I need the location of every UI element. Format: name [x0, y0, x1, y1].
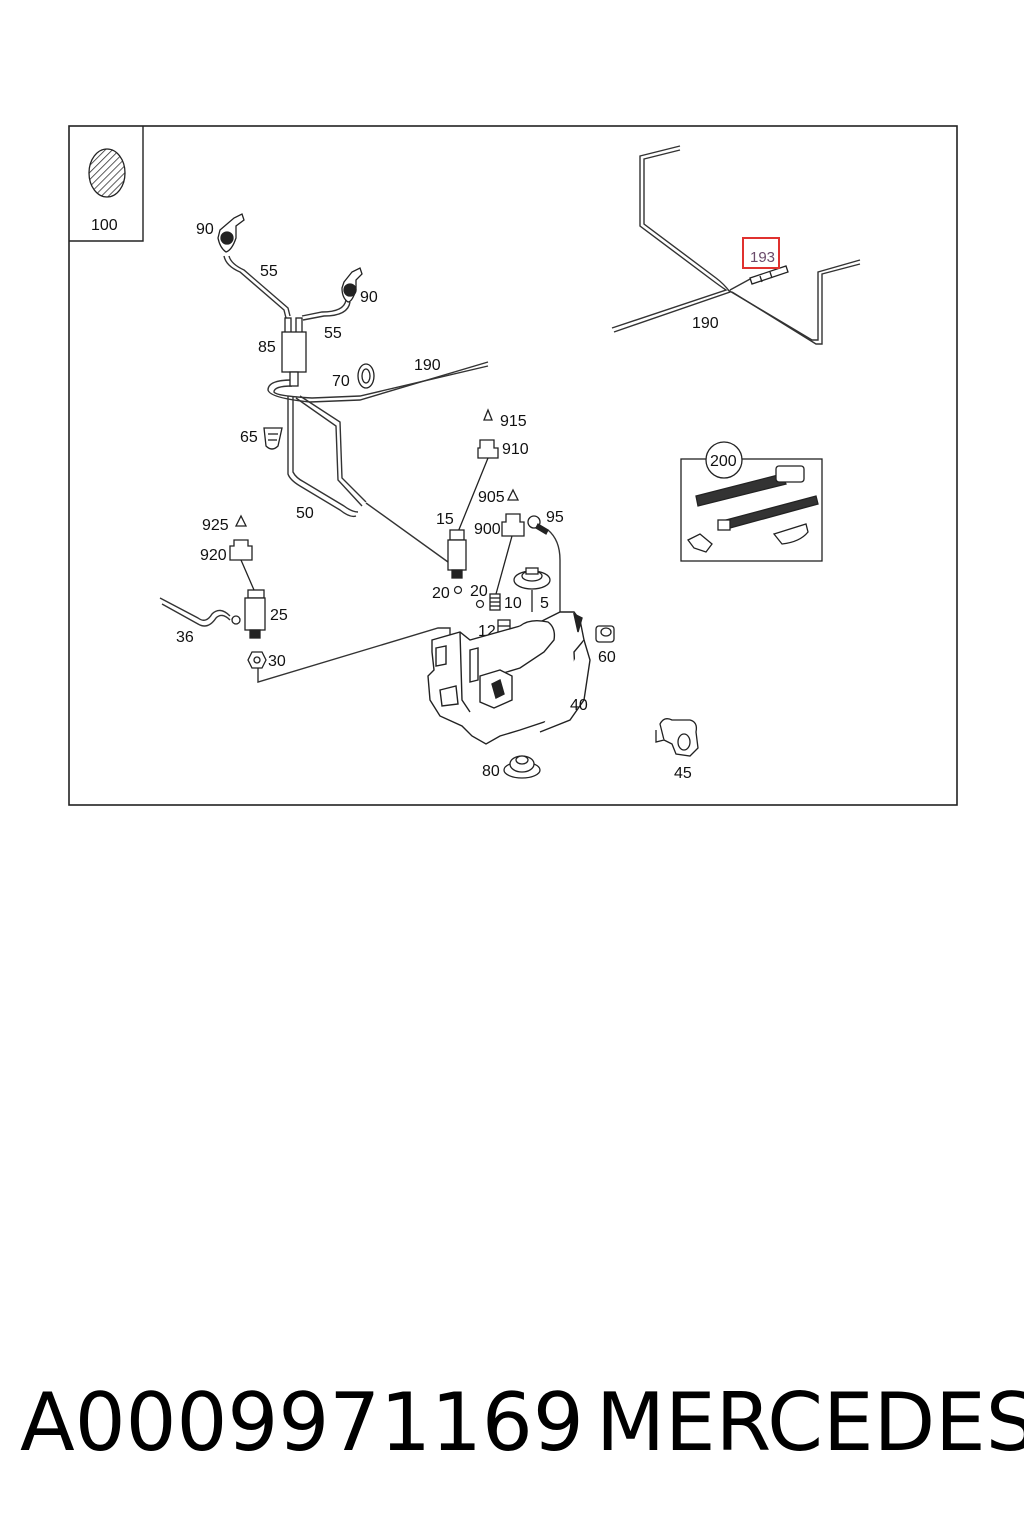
label-40: 40: [570, 697, 588, 714]
grommet-60: 60: [595, 625, 616, 666]
label-80: 80: [482, 763, 500, 780]
label-60: 60: [598, 649, 616, 666]
label-90-right: 90: [360, 289, 378, 306]
label-5: 5: [540, 595, 549, 612]
pump-15: 15: [436, 511, 467, 579]
washer-tank-40: 40: [427, 611, 591, 745]
label-920: 920: [200, 547, 227, 564]
label-70: 70: [332, 373, 350, 390]
seal-20-left: 20: [432, 585, 463, 602]
label-25: 25: [270, 607, 288, 624]
label-90-left: 90: [196, 221, 214, 238]
label-193: 193: [750, 249, 775, 266]
pump-25: 25: [231, 589, 288, 639]
hoses: [159, 255, 573, 700]
grommet-70: 70: [332, 363, 375, 390]
diagram-frame: [68, 125, 958, 806]
label-190-left: 190: [414, 357, 441, 374]
valve-85: 85: [258, 317, 307, 387]
label-36: 36: [176, 629, 194, 646]
nozzle-90-left: 90: [196, 213, 245, 253]
screw-95: 95: [527, 509, 564, 535]
label-55-left: 55: [260, 263, 278, 280]
sensor-10: 10: [489, 593, 522, 612]
label-925: 925: [202, 517, 229, 534]
repair-kit-200: 200: [680, 441, 823, 562]
hose-190-right: [611, 145, 861, 345]
label-15: 15: [436, 511, 454, 528]
bracket-45: 45: [655, 718, 699, 782]
part-100-box: 100: [69, 126, 144, 242]
label-85: 85: [258, 339, 276, 356]
hatched-oval-icon: [88, 148, 126, 198]
part-number-caption: A0009971169: [20, 1376, 584, 1469]
label-50: 50: [296, 505, 314, 522]
label-55-right: 55: [324, 325, 342, 342]
connector-915-910: 915 910: [457, 408, 529, 533]
brand-caption: MERCEDES: [596, 1376, 1024, 1469]
seal-20-right: 20: [470, 583, 488, 609]
label-905: 905: [478, 489, 505, 506]
label-200: 200: [710, 453, 737, 470]
label-95: 95: [546, 509, 564, 526]
label-45: 45: [674, 765, 692, 782]
label-900: 900: [474, 521, 501, 538]
nozzle-90-right: 90: [341, 267, 378, 306]
highlight-box-193: [742, 237, 780, 269]
label-30: 30: [268, 653, 286, 670]
label-20-right: 20: [470, 583, 488, 600]
label-100: 100: [91, 217, 118, 234]
label-65: 65: [240, 429, 258, 446]
connector-905-900: 905 900: [474, 488, 525, 595]
grommet-80: 80: [482, 755, 541, 780]
label-190-right: 190: [692, 315, 719, 332]
clip-65: 65: [240, 427, 283, 450]
label-915: 915: [500, 413, 527, 430]
connector-925-920: 925 920: [200, 514, 255, 591]
label-10: 10: [504, 595, 522, 612]
label-910: 910: [502, 441, 529, 458]
label-20-left: 20: [432, 585, 450, 602]
cap-5: 5: [513, 567, 551, 612]
nut-30: 30: [247, 651, 286, 670]
connector-193: [749, 265, 789, 285]
